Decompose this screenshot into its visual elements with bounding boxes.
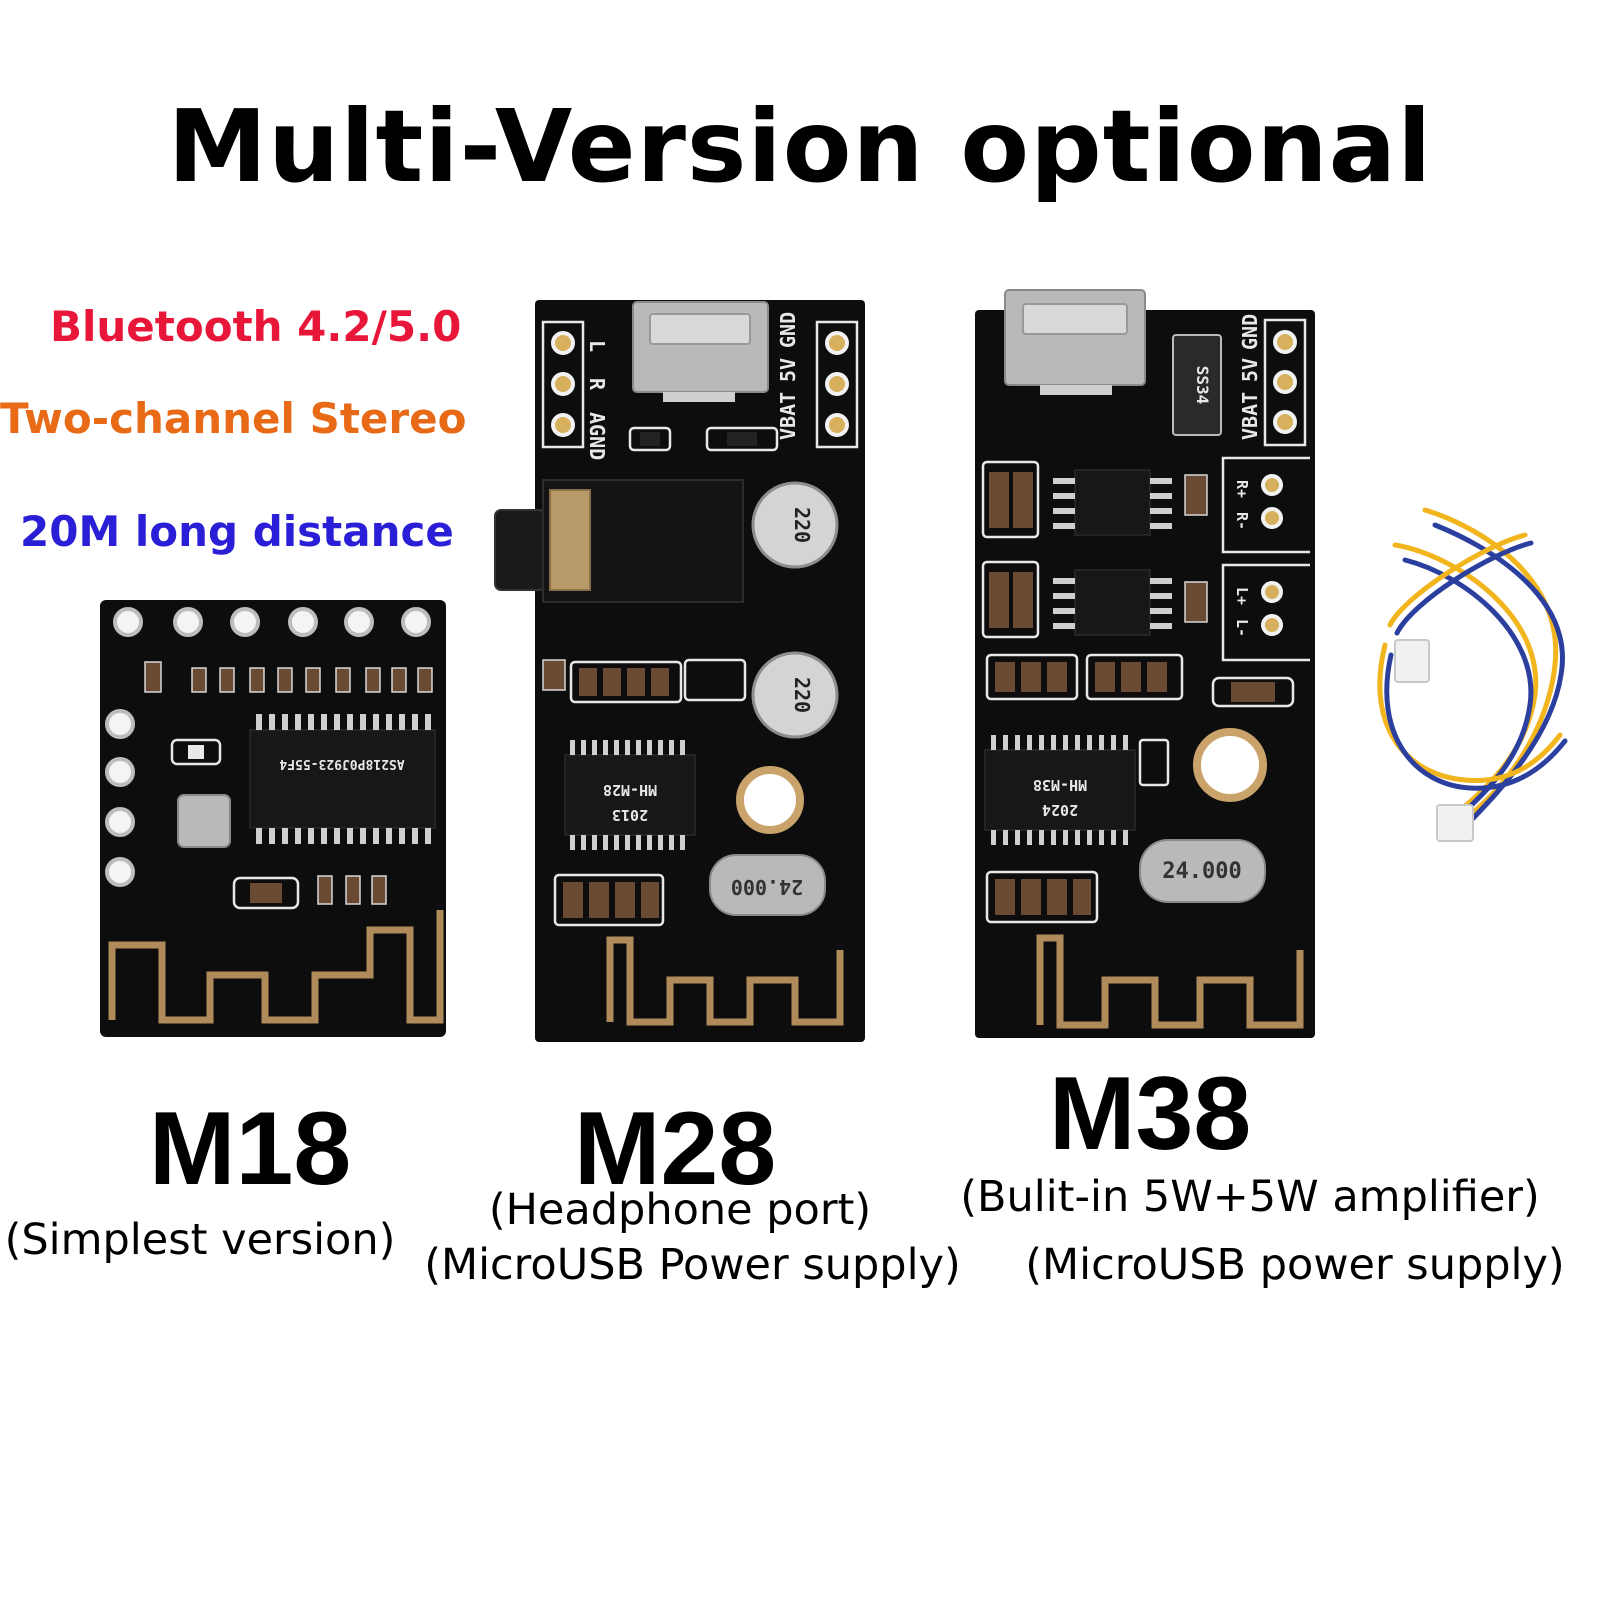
m28-desc-line-1: (Headphone port) bbox=[488, 1185, 872, 1235]
m28-pin-label-r: R bbox=[585, 378, 609, 391]
m38-amp-label-rp: R+ bbox=[1233, 480, 1251, 498]
m18-top-pads bbox=[113, 607, 431, 637]
svg-text:SS34: SS34 bbox=[1193, 366, 1212, 405]
m28-microusb-icon bbox=[632, 301, 769, 402]
m18-main-chip: AS218P0J923-55F4 bbox=[249, 714, 436, 844]
m38-model-name: M38 bbox=[1048, 1056, 1252, 1172]
m38-pin-label-gnd: GND bbox=[1238, 314, 1262, 350]
m18-desc-line-1: (Simplest version) bbox=[4, 1215, 396, 1265]
m38-board-image: SS34 VBAT 5V GND R+ R- L+ L- MH bbox=[975, 289, 1315, 1038]
m38-microusb-icon bbox=[1004, 289, 1146, 395]
m38-chip-marking-1: MH-M38 bbox=[1033, 776, 1087, 794]
svg-text:24.000: 24.000 bbox=[731, 875, 803, 899]
m28-capacitor-bottom: 220 bbox=[751, 651, 839, 739]
m18-board-image: AS218P0J923-55F4 bbox=[100, 600, 446, 1037]
m38-amp-label-lm: L- bbox=[1233, 619, 1251, 637]
m38-crystal: 24.000 bbox=[1139, 839, 1266, 903]
m38-pin-label-vbat: VBAT bbox=[1238, 392, 1262, 440]
m38-pin-label-5v: 5V bbox=[1238, 358, 1262, 382]
m28-crystal: 24.000 bbox=[709, 854, 826, 916]
m28-headphone-jack-icon bbox=[494, 479, 744, 603]
m38-antenna bbox=[1036, 934, 1304, 1029]
m28-chip-marking-2: 2013 bbox=[612, 806, 648, 824]
m28-main-chip: MH-M28 2013 bbox=[564, 740, 696, 850]
m38-main-chip: MH-M38 2024 bbox=[984, 735, 1136, 845]
m28-chip-marking-1: MH-M28 bbox=[603, 781, 657, 799]
m28-desc-line-2: (MicroUSB Power supply) bbox=[424, 1240, 961, 1290]
feature-stereo: Two-channel Stereo bbox=[0, 394, 467, 443]
m18-chip-marking: AS218P0J923-55F4 bbox=[279, 756, 404, 771]
feature-bluetooth: Bluetooth 4.2/5.0 bbox=[50, 302, 462, 351]
speaker-wire-harness-image bbox=[1377, 507, 1568, 842]
m38-amp-label-lp: L+ bbox=[1233, 587, 1251, 605]
m38-desc-line-1: (Bulit-in 5W+5W amplifier) bbox=[960, 1172, 1540, 1222]
svg-text:24.000: 24.000 bbox=[1162, 859, 1241, 884]
m28-antenna bbox=[606, 936, 844, 1026]
m28-model-name: M28 bbox=[573, 1091, 777, 1207]
m18-antenna bbox=[108, 910, 444, 1024]
m28-pin-label-l: L bbox=[585, 340, 609, 352]
m38-amp-chip-2 bbox=[1053, 569, 1172, 636]
m38-diode: SS34 bbox=[1172, 334, 1222, 436]
page-title: Multi-Version optional bbox=[167, 88, 1433, 205]
m28-board-image: L R AGND VBAT 5V GND 220 220 MH-M28 bbox=[494, 300, 865, 1042]
m18-model-name: M18 bbox=[148, 1091, 352, 1207]
m28-capacitor-top: 220 bbox=[751, 481, 839, 569]
m38-desc-line-2: (MicroUSB power supply) bbox=[1025, 1240, 1565, 1290]
feature-distance: 20M long distance bbox=[20, 507, 454, 556]
m38-amp-label-rm: R- bbox=[1233, 512, 1251, 530]
m28-pin-label-vbat: VBAT bbox=[776, 392, 800, 440]
svg-text:220: 220 bbox=[790, 507, 814, 543]
m28-pin-label-agnd: AGND bbox=[585, 412, 609, 460]
svg-text:220: 220 bbox=[790, 677, 814, 713]
m28-pin-label-5v: 5V bbox=[776, 358, 800, 382]
m38-amp-chip-1 bbox=[1053, 469, 1172, 536]
m28-pin-label-gnd: GND bbox=[776, 312, 800, 348]
m38-chip-marking-2: 2024 bbox=[1042, 801, 1078, 819]
